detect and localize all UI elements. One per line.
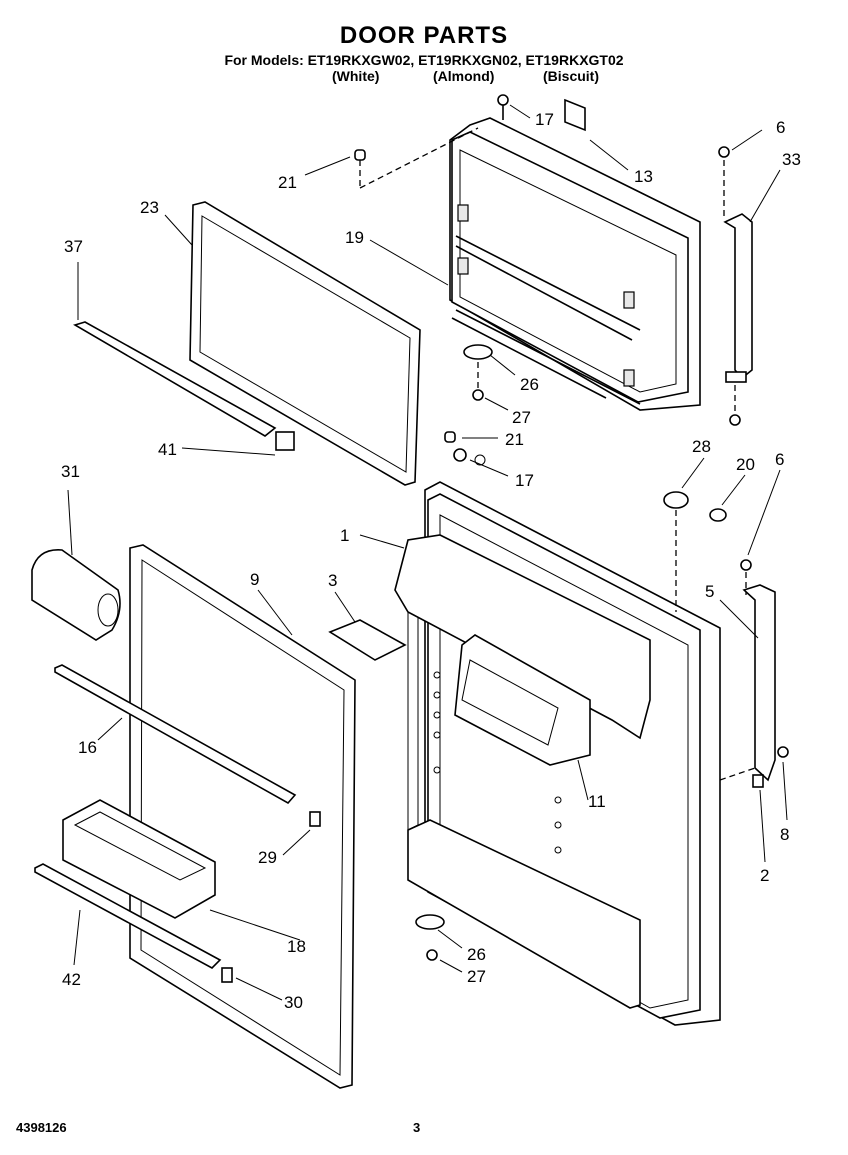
- callout-28: 28: [692, 437, 711, 456]
- shelf-trim-part-42: [34, 863, 233, 983]
- color-biscuit: (Biscuit): [543, 68, 599, 84]
- freezer-gasket-part-23: [189, 201, 421, 486]
- hinge-part-5: [719, 559, 789, 788]
- fresh-food-gasket-part-9: [129, 544, 356, 1089]
- pin-part-21-top: [354, 149, 366, 161]
- color-almond: (Almond): [433, 68, 495, 84]
- callout-6-mid: 6: [775, 450, 784, 469]
- label-part-13: [564, 98, 586, 132]
- models-line: For Models: ET19RKXGW02, ET19RKXGN02, ET…: [224, 52, 624, 68]
- callout-20: 20: [736, 455, 755, 474]
- callout-33: 33: [782, 150, 801, 169]
- freezer-door-part-19: [449, 117, 701, 411]
- callout-17-top: 17: [535, 110, 554, 129]
- hinge-part-33: [718, 146, 753, 426]
- callout-26-top: 26: [520, 375, 539, 394]
- clip-part-29: [309, 811, 321, 827]
- callout-11: 11: [588, 792, 606, 811]
- door-bin-part-18: [62, 799, 216, 919]
- callout-2: 2: [760, 866, 769, 885]
- callout-17-mid: 17: [515, 471, 534, 490]
- callout-42: 42: [62, 970, 81, 989]
- callout-8: 8: [780, 825, 789, 844]
- callout-13: 13: [634, 167, 653, 186]
- callout-21-top: 21: [278, 173, 297, 192]
- fresh-food-door-part-1: [394, 454, 721, 1026]
- callout-37: 37: [64, 237, 83, 256]
- cap-part-20: [709, 508, 727, 522]
- callout-6-top: 6: [776, 118, 785, 137]
- page-number: 3: [413, 1120, 421, 1135]
- callout-29: 29: [258, 848, 277, 867]
- color-white: (White): [332, 68, 380, 84]
- trim-part-37: [73, 321, 295, 451]
- callout-41: 41: [158, 440, 177, 459]
- callout-1: 1: [340, 526, 349, 545]
- callout-19: 19: [345, 228, 364, 247]
- hinge-plate-part-26-top: [463, 344, 493, 401]
- callout-21-mid: 21: [505, 430, 524, 449]
- hinge-plate-part-26-bottom: [415, 914, 445, 961]
- callout-27-top: 27: [512, 408, 531, 427]
- shelf-trim-part-16: [54, 664, 297, 805]
- plug-part-28: [663, 491, 689, 612]
- callout-5: 5: [705, 582, 714, 601]
- dairy-door-part-31: [31, 549, 121, 641]
- screw-part-17-top: [497, 94, 509, 120]
- callout-26-bottom: 26: [467, 945, 486, 964]
- callout-27-bottom: 27: [467, 967, 486, 986]
- retainer-part-3: [328, 619, 407, 661]
- callout-9: 9: [250, 570, 259, 589]
- callout-30: 30: [284, 993, 303, 1012]
- callout-31: 31: [61, 462, 80, 481]
- callout-3: 3: [328, 571, 337, 590]
- callout-16: 16: [78, 738, 97, 757]
- page-title: DOOR PARTS: [339, 22, 509, 49]
- callout-23: 23: [140, 198, 159, 217]
- callout-18: 18: [287, 937, 306, 956]
- doc-number: 4398126: [16, 1120, 67, 1135]
- leader-lines: [67, 104, 788, 1001]
- pin-part-21-mid: [444, 431, 467, 462]
- callout-labels: 17 13 6 33 21 23 19 37 26 27 41 21 17 28…: [61, 110, 801, 1012]
